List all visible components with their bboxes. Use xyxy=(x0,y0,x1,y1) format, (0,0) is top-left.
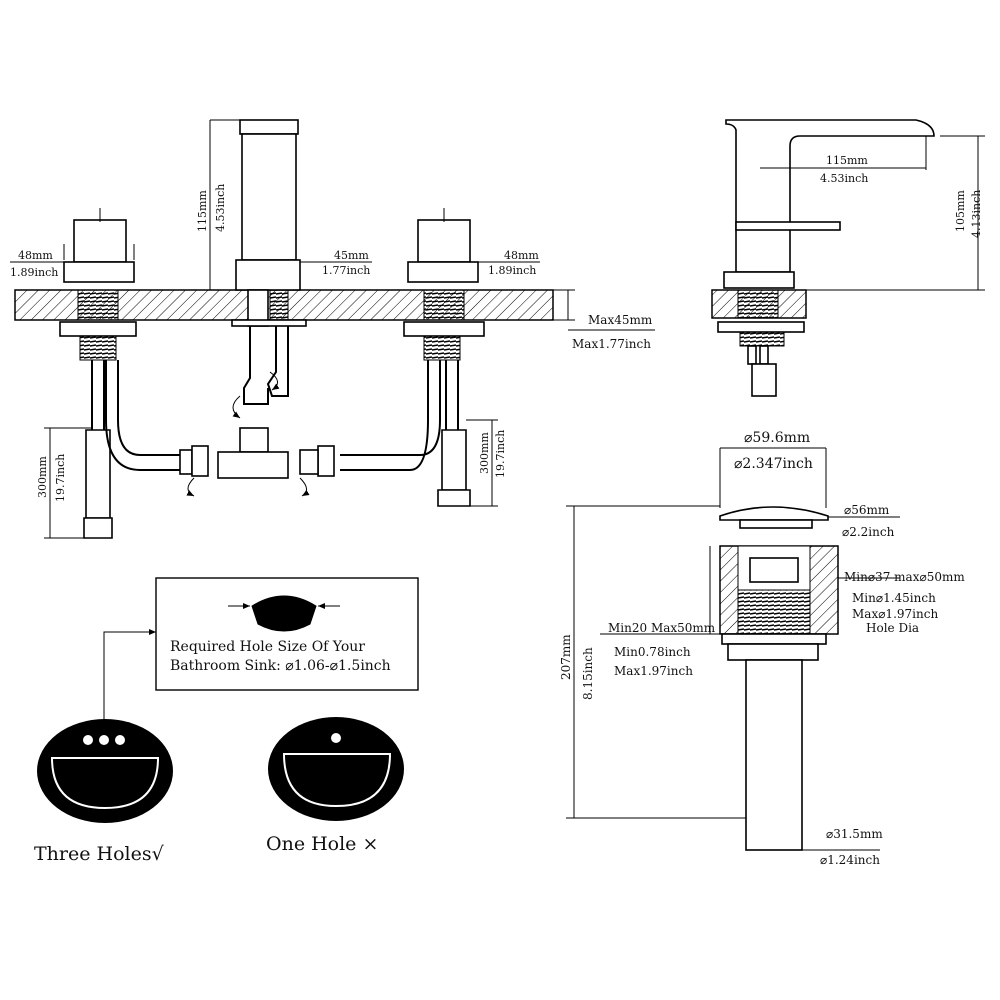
dim-cap-inch: ⌀2.347inch xyxy=(734,456,813,472)
drain-tailpiece xyxy=(745,659,803,851)
dim-spout-base-mm: 45mm xyxy=(334,249,369,262)
center-spout xyxy=(231,119,307,405)
dim-right-handle-mm: 48mm xyxy=(504,249,539,262)
dim-total-height-mm: 207mm xyxy=(559,634,573,680)
dim-cap-mm: ⌀59.6mm xyxy=(744,430,810,446)
faucet-hole-icon xyxy=(99,735,109,745)
dim-thickness-min-inch: Min0.78inch xyxy=(614,645,691,659)
dim-hole-label: Hole Dia xyxy=(866,621,919,635)
label-one-hole: One Hole × xyxy=(266,833,378,855)
faucet-hole-icon xyxy=(115,735,125,745)
dim-deck-max-inch: Max1.77inch xyxy=(572,337,651,351)
dim-left-handle-inch: 1.89inch xyxy=(10,266,58,279)
dim-tail-mm: ⌀31.5mm xyxy=(826,827,883,841)
drain-assembly: ⌀59.6mm ⌀2.347inch ⌀56mm ⌀2.2inch Min⌀37… xyxy=(559,430,965,867)
dim-left-hose-inch: 19.7inch xyxy=(54,454,67,502)
dim-left-handle-mm: 48mm xyxy=(18,249,53,262)
one-hole-sink: One Hole × xyxy=(266,717,404,855)
side-faucet-body xyxy=(725,119,935,273)
dim-left-hose-mm: 300mm xyxy=(36,456,49,498)
dim-spout-base-inch: 1.77inch xyxy=(322,264,370,277)
callout-line1: Required Hole Size Of Your xyxy=(170,639,365,655)
dim-thickness-mm: Min20 Max50mm xyxy=(608,621,716,635)
right-hoses xyxy=(299,360,471,507)
dim-flange-mm: ⌀56mm xyxy=(844,503,890,517)
dim-spout-height-mm: 115mm xyxy=(196,190,209,232)
dim-thickness-max-inch: Max1.97inch xyxy=(614,664,693,678)
dim-right-hose-mm: 300mm xyxy=(478,432,491,474)
dim-tail-inch: ⌀1.24inch xyxy=(820,853,880,867)
dim-hole-min-inch: Min⌀1.45inch xyxy=(852,591,936,605)
dim-spout-height-inch: 4.53inch xyxy=(214,184,227,232)
side-view: 115mm 4.53inch 105mm 4.13inch xyxy=(711,119,985,397)
left-handle xyxy=(59,208,137,361)
faucet-hole-icon xyxy=(331,733,341,743)
dim-right-hose-inch: 19.7inch xyxy=(494,430,507,478)
center-tee xyxy=(217,427,289,479)
three-hole-sink: Three Holes√ xyxy=(34,719,173,865)
flow-arrows xyxy=(186,371,310,497)
faucet-hole-icon xyxy=(83,735,93,745)
dim-total-height-inch: 8.15inch xyxy=(581,647,595,700)
left-hoses xyxy=(83,360,209,539)
drain-cap xyxy=(719,506,829,521)
dim-deck-max-mm: Max45mm xyxy=(588,313,653,327)
dim-side-height-mm: 105mm xyxy=(954,190,967,232)
dim-right-handle-inch: 1.89inch xyxy=(488,264,536,277)
dim-side-height-inch: 4.13inch xyxy=(970,190,983,238)
callout-line2: Bathroom Sink: ⌀1.06-⌀1.5inch xyxy=(170,658,391,674)
hole-size-callout: Required Hole Size Of Your Bathroom Sink… xyxy=(103,577,419,724)
label-three-holes: Three Holes√ xyxy=(34,843,165,865)
dim-side-reach-inch: 4.53inch xyxy=(820,172,868,185)
dim-side-reach-mm: 115mm xyxy=(826,154,868,167)
front-view: 48mm 1.89inch 115mm 4.53inch 45mm 1.77in… xyxy=(10,119,655,539)
dim-flange-inch: ⌀2.2inch xyxy=(842,525,895,539)
hole-profile-icon xyxy=(251,595,317,632)
dim-hole-max-inch: Max⌀1.97inch xyxy=(852,607,938,621)
right-handle xyxy=(403,208,485,361)
dim-hole-range-mm: Min⌀37 max⌀50mm xyxy=(844,570,965,584)
